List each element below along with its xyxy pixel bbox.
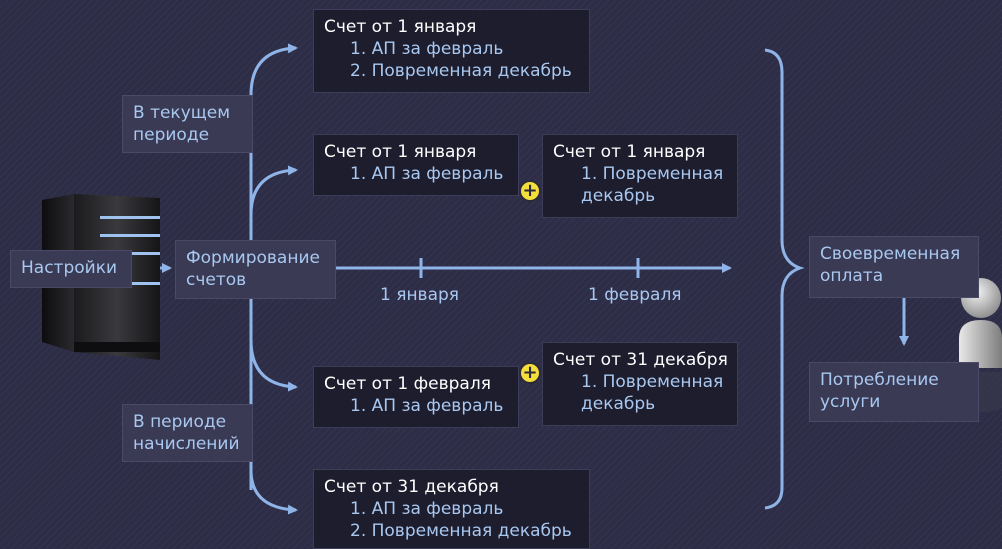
forming-label: Формирование счетов xyxy=(175,240,336,299)
period-accrual-label: В периоде начислений xyxy=(122,404,253,462)
invoice-box-4: Счет от 1 февраля 1. АП за февраль xyxy=(313,366,519,428)
period-current-text: В текущем периоде xyxy=(133,103,231,145)
invoice-item: 2. Повременная декабрь xyxy=(350,61,572,81)
plus-icon: + xyxy=(519,180,541,202)
invoice-box-1: Счет от 1 января 1. АП за февраль 2. Пов… xyxy=(313,9,590,93)
timely-payment-label: Своевременная оплата xyxy=(809,236,979,298)
invoice-item: 1. Повременная декабрь xyxy=(581,164,724,206)
timely-payment-text: Своевременная оплата xyxy=(820,244,961,286)
right-brace xyxy=(764,48,805,510)
consumption-label: Потребление услуги xyxy=(809,362,979,422)
timeline-label-jan: 1 января xyxy=(380,285,460,305)
invoice-box-6: Счет от 31 декабря 1. АП за февраль 2. П… xyxy=(313,469,590,549)
invoice-title: Счет от 31 декабря xyxy=(553,350,728,370)
invoice-item: 2. Повременная декабрь xyxy=(350,521,572,541)
invoice-box-2: Счет от 1 января 1. АП за февраль xyxy=(313,134,519,196)
branch-arrow-1 xyxy=(249,43,298,96)
period-accrual-text: В периоде начислений xyxy=(133,412,240,454)
branch-arrow-4 xyxy=(249,339,298,392)
plus-icon: + xyxy=(519,362,541,384)
invoice-box-5: Счет от 31 декабря 1. Повременная декабр… xyxy=(542,342,738,426)
branch-arrow-2 xyxy=(249,165,298,216)
consumption-text: Потребление услуги xyxy=(820,370,939,412)
invoice-item: 1. Повременная декабрь xyxy=(581,372,724,414)
period-current-label: В текущем периоде xyxy=(122,95,253,153)
invoice-title: Счет от 1 января xyxy=(324,17,477,37)
forming-text: Формирование счетов xyxy=(186,248,320,290)
invoice-title: Счет от 1 января xyxy=(553,142,706,162)
timeline-label-feb: 1 февраля xyxy=(588,285,682,305)
branch-arrow-6 xyxy=(249,469,298,515)
invoice-item: 1. АП за февраль xyxy=(350,164,504,184)
invoice-box-3: Счет от 1 января 1. Повременная декабрь xyxy=(542,134,738,218)
settings-label: Настройки xyxy=(10,250,132,288)
invoice-item: 1. АП за февраль xyxy=(350,39,504,59)
invoice-title: Счет от 1 января xyxy=(324,142,477,162)
invoice-item: 1. АП за февраль xyxy=(350,499,504,519)
invoice-title: Счет от 31 декабря xyxy=(324,477,499,497)
invoice-title: Счет от 1 февраля xyxy=(324,374,491,394)
invoice-item: 1. АП за февраль xyxy=(350,396,504,416)
